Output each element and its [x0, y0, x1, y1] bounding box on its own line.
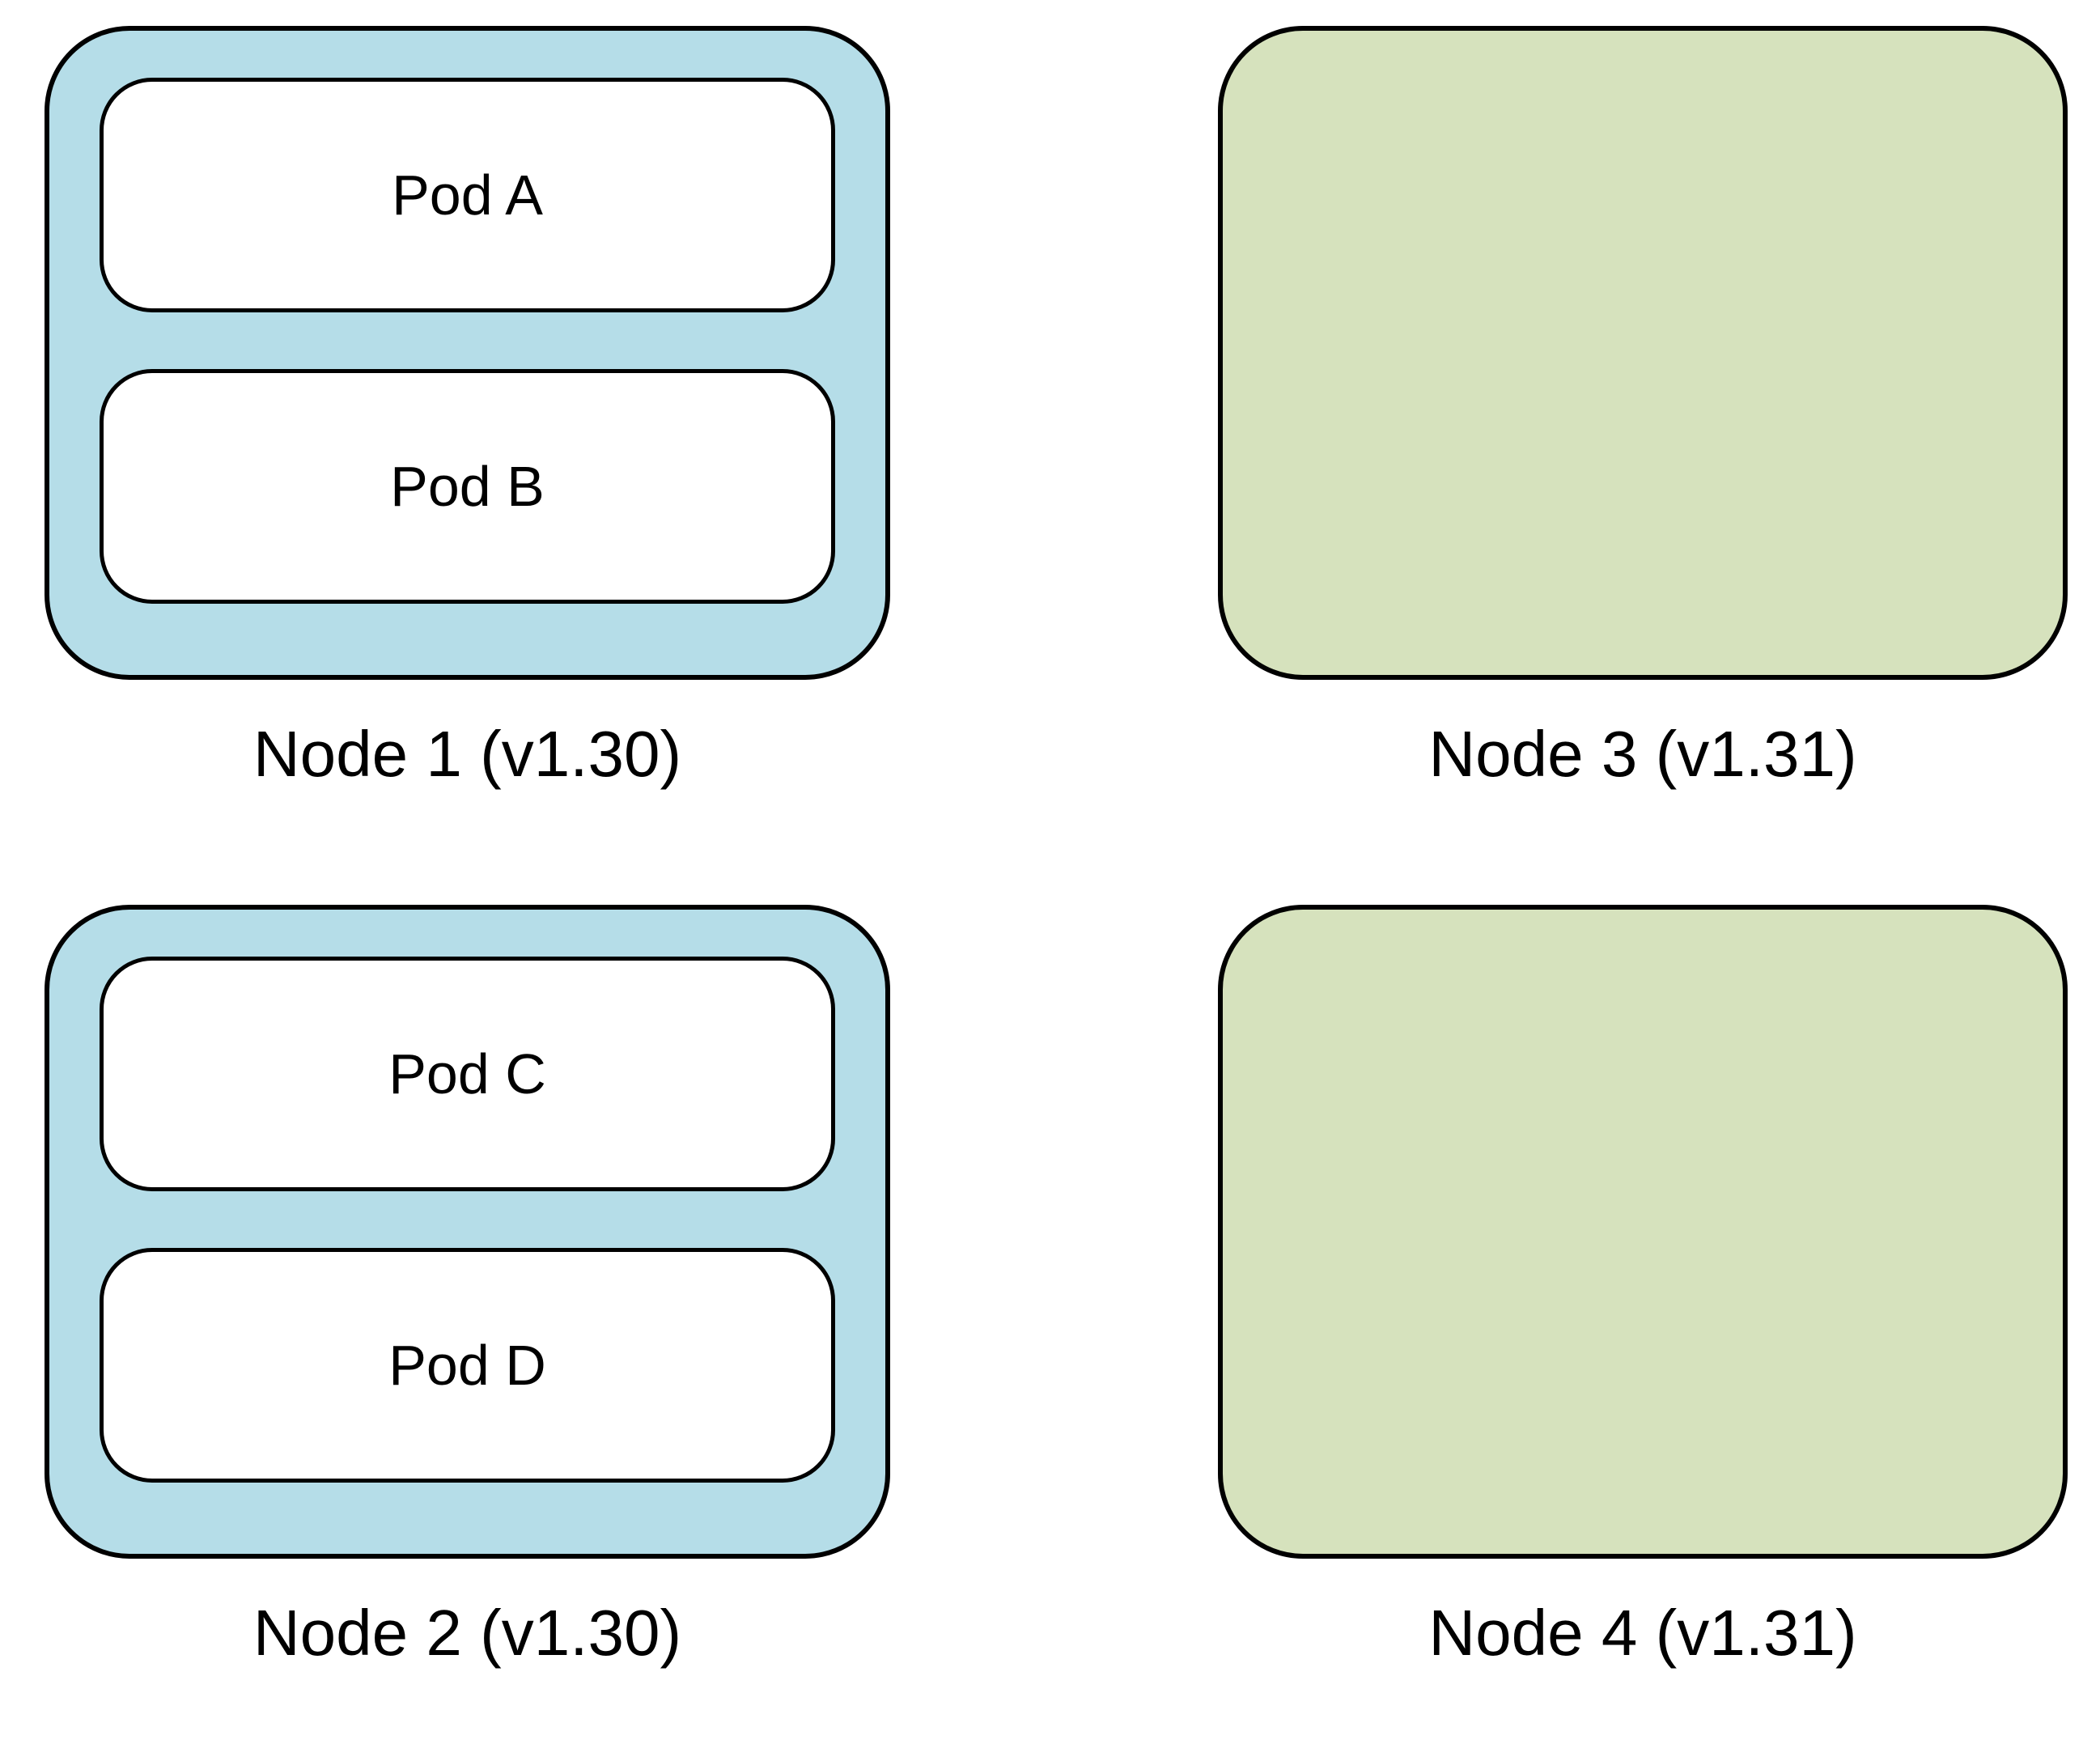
node-1-group: Pod A Pod B Node 1 (v1.30) [45, 26, 890, 791]
pod-b: Pod B [100, 369, 835, 604]
node-1-box: Pod A Pod B [45, 26, 890, 680]
pod-d: Pod D [100, 1248, 835, 1483]
pod-c-label: Pod C [388, 1042, 546, 1105]
node-4-group: Node 4 (v1.31) [1218, 905, 2068, 1670]
pod-a: Pod A [100, 78, 835, 312]
node-2-box: Pod C Pod D [45, 905, 890, 1559]
pod-c: Pod C [100, 957, 835, 1191]
node-3-group: Node 3 (v1.31) [1218, 26, 2068, 791]
pod-d-label: Pod D [388, 1334, 546, 1397]
node-3-box [1218, 26, 2068, 680]
node-2-label: Node 2 (v1.30) [252, 1597, 682, 1669]
pod-b-label: Pod B [390, 455, 545, 518]
node-4-label: Node 4 (v1.31) [1428, 1597, 1857, 1669]
pod-a-label: Pod A [392, 163, 543, 227]
node-2-group: Pod C Pod D Node 2 (v1.30) [45, 905, 890, 1670]
node-3-label: Node 3 (v1.31) [1428, 718, 1857, 790]
node-4-box [1218, 905, 2068, 1559]
node-1-label: Node 1 (v1.30) [252, 718, 682, 790]
